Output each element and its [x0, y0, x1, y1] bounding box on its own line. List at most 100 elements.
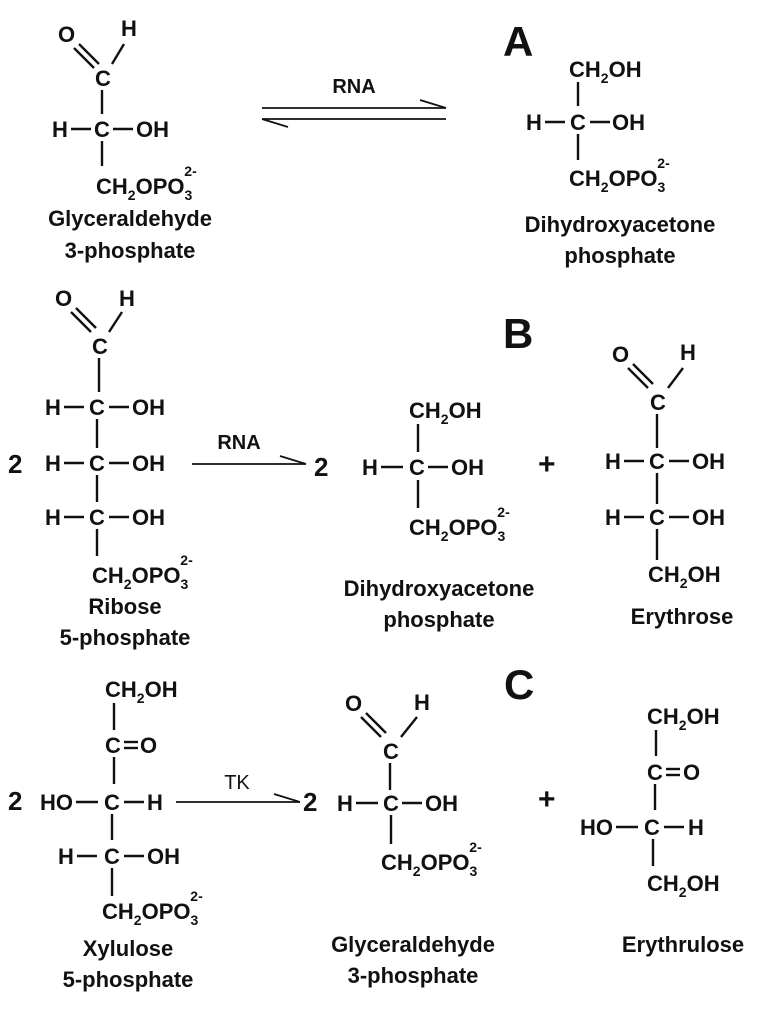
forward-arrow-head — [419, 99, 447, 109]
arrow-head — [273, 793, 301, 803]
panel-a: A O H C H C OH CH2OPO32- Glyceraldehyde … — [48, 16, 715, 268]
atom-o: O — [345, 691, 362, 716]
bond — [110, 43, 126, 65]
atom-c: C — [644, 815, 660, 840]
atom-oh: OH — [132, 451, 165, 476]
stoichiometric-coefficient: 2 — [8, 449, 22, 479]
group-ch2oh: CH2OH — [647, 871, 720, 900]
atom-o: O — [612, 342, 629, 367]
stoichiometric-coefficient: 2 — [314, 452, 328, 482]
bond — [365, 712, 387, 734]
atom-h: H — [52, 117, 68, 142]
bond — [400, 716, 418, 738]
atom-oh: OH — [132, 505, 165, 530]
atom-c: C — [89, 395, 105, 420]
atom-c: C — [649, 449, 665, 474]
atom-h: H — [58, 844, 74, 869]
bond — [73, 47, 95, 69]
atom-c: C — [649, 505, 665, 530]
atom-h: H — [121, 16, 137, 41]
dihydroxyacetone-phosphate-name-2: phosphate — [564, 243, 675, 268]
group-ch2opo3: CH2OPO32- — [409, 504, 510, 544]
group-ch2oh: CH2OH — [409, 398, 482, 427]
atom-oh: OH — [425, 791, 458, 816]
atom-h: H — [414, 690, 430, 715]
reversible-arrow: RNA — [261, 76, 447, 128]
atom-oh: OH — [147, 844, 180, 869]
atom-ho: HO — [40, 790, 73, 815]
atom-h: H — [45, 505, 61, 530]
atom-c: C — [570, 110, 586, 135]
atom-c: C — [383, 791, 399, 816]
dihydroxyacetone-phosphate-name-1: Dihydroxyacetone — [525, 212, 716, 237]
atom-c: C — [650, 390, 666, 415]
reverse-arrow-head — [261, 118, 289, 128]
atom-ho: HO — [580, 815, 613, 840]
forward-arrow: RNA — [192, 432, 307, 465]
atom-c: C — [104, 790, 120, 815]
plus-sign: + — [538, 448, 556, 481]
dihydroxyacetone-phosphate-name-1: Dihydroxyacetone — [344, 576, 535, 601]
ribose-5-phosphate-structure: O H C H C OH H C OH H C OH CH2OPO — [45, 286, 193, 592]
atom-c: C — [89, 505, 105, 530]
atom-c: C — [95, 66, 111, 91]
panel-b: B 2 O H C H C OH H C OH H C — [8, 286, 733, 650]
ribose-5-phosphate-name-1: Ribose — [88, 594, 161, 619]
panel-label-c: C — [504, 661, 534, 708]
atom-oh: OH — [132, 395, 165, 420]
glyceraldehyde-3-phosphate-name-1: Glyceraldehyde — [331, 932, 495, 957]
atom-h: H — [337, 791, 353, 816]
xylulose-5-phosphate-structure: CH2OH C O HO C H H C OH CH2OPO32- — [40, 677, 203, 928]
atom-h: H — [45, 395, 61, 420]
bond — [627, 367, 649, 389]
atom-h: H — [605, 449, 621, 474]
ribose-5-phosphate-name-2: 5-phosphate — [60, 625, 191, 650]
atom-o: O — [683, 760, 700, 785]
atom-c: C — [104, 844, 120, 869]
glyceraldehyde-3-phosphate-name-2: 3-phosphate — [348, 963, 479, 988]
atom-h: H — [688, 815, 704, 840]
group-ch2oh: CH2OH — [569, 57, 642, 86]
panel-label-b: B — [503, 310, 533, 357]
group-ch2opo3: CH2OPO32- — [381, 839, 482, 879]
bond — [75, 307, 97, 329]
atom-c: C — [89, 451, 105, 476]
atom-c: C — [92, 334, 108, 359]
dihydroxyacetone-phosphate-structure: CH2OH H C OH CH2OPO32- — [526, 57, 670, 195]
bond — [107, 311, 124, 333]
erythrulose-name: Erythrulose — [622, 932, 744, 957]
atom-h: H — [680, 340, 696, 365]
enzyme-label-rna: RNA — [332, 76, 375, 98]
atom-c: C — [105, 733, 121, 758]
arrow-head — [279, 455, 307, 465]
group-ch2opo3: CH2OPO32- — [569, 155, 670, 195]
atom-oh: OH — [692, 505, 725, 530]
stoichiometric-coefficient: 2 — [8, 786, 22, 816]
erythrulose-structure: CH2OH C O HO C H CH2OH — [580, 704, 720, 900]
atom-oh: OH — [136, 117, 169, 142]
bond — [78, 43, 100, 65]
bond — [360, 716, 382, 738]
forward-arrow: TK — [176, 772, 301, 803]
atom-c: C — [383, 739, 399, 764]
atom-o: O — [55, 286, 72, 311]
erythrose-name: Erythrose — [631, 604, 734, 629]
bond — [667, 367, 684, 389]
atom-o: O — [58, 22, 75, 47]
group-ch2oh: CH2OH — [648, 562, 721, 591]
atom-c: C — [409, 455, 425, 480]
group-ch2opo3: CH2OPO32- — [92, 552, 193, 592]
group-ch2opo3: CH2OPO32- — [96, 163, 197, 203]
glyceraldehyde-3-phosphate-name-2: 3-phosphate — [65, 238, 196, 263]
atom-c: C — [647, 760, 663, 785]
group-ch2oh: CH2OH — [105, 677, 178, 706]
atom-h: H — [362, 455, 378, 480]
atom-o: O — [140, 733, 157, 758]
bond — [70, 311, 92, 333]
atom-c: C — [94, 117, 110, 142]
xylulose-5-phosphate-name-2: 5-phosphate — [63, 967, 194, 992]
dihydroxyacetone-phosphate-structure: CH2OH H C OH CH2OPO32- — [362, 398, 510, 544]
plus-sign: + — [538, 783, 556, 816]
atom-h: H — [45, 451, 61, 476]
